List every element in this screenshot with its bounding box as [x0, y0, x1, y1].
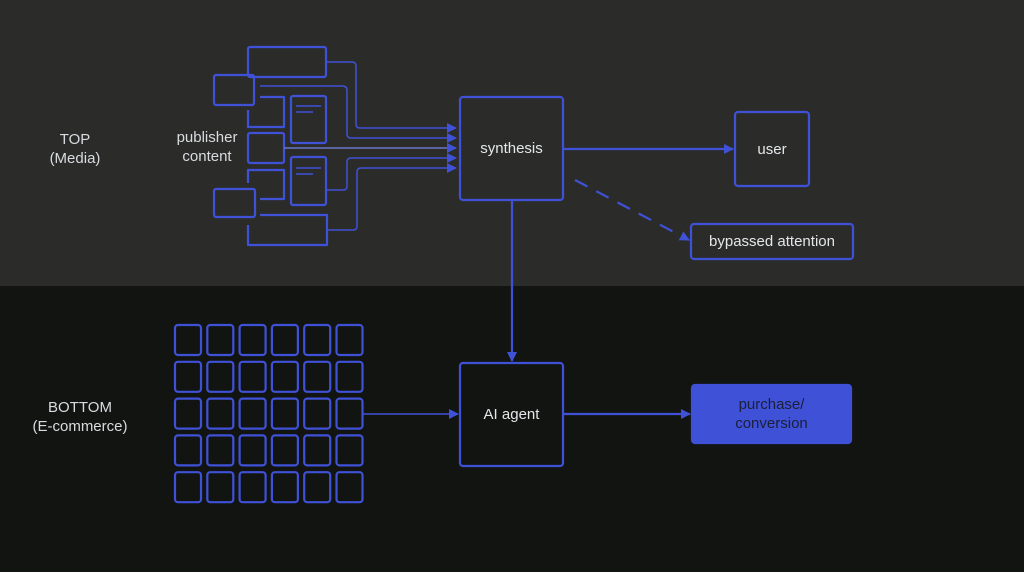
publisher-content-line2: content	[182, 148, 232, 165]
content-box	[212, 187, 257, 219]
connector-arrow	[260, 85, 457, 143]
product-tile	[238, 471, 267, 504]
product-tile	[173, 360, 203, 393]
publisher-content-label: publisher content	[164, 128, 250, 166]
bypassed-attention-node	[689, 222, 855, 261]
bottom-section-subtitle: (E-commerce)	[32, 418, 128, 435]
product-tile	[270, 434, 299, 467]
purchase-line1: purchase/	[738, 396, 805, 413]
bottom-section-title: BOTTOM	[48, 399, 112, 416]
top-section-subtitle: (Media)	[49, 150, 101, 167]
product-tile	[335, 360, 364, 393]
product-tile	[238, 434, 267, 467]
product-tile	[303, 397, 332, 430]
content-box	[246, 213, 329, 247]
user-node	[733, 110, 811, 188]
article-box	[289, 155, 328, 207]
top-section-title: TOP	[59, 131, 91, 148]
product-tile	[335, 323, 364, 357]
publisher-content-line1: publisher	[176, 129, 238, 146]
product-tile	[173, 397, 203, 430]
product-tile	[303, 360, 332, 393]
connector-arrow	[327, 153, 457, 191]
synthesis-label: synthesis	[480, 140, 543, 157]
product-tile	[206, 471, 235, 504]
product-grid	[173, 323, 364, 504]
product-tile	[206, 434, 235, 467]
product-tile	[303, 434, 332, 467]
product-tile	[335, 434, 364, 467]
product-tile	[173, 434, 203, 467]
product-tile	[335, 397, 364, 430]
product-tile	[206, 397, 235, 430]
bottom-section-label: BOTTOM (E-commerce)	[20, 398, 140, 436]
product-tile	[303, 323, 332, 357]
bypassed-attention-label: bypassed attention	[709, 233, 835, 250]
purchase-conversion-label: purchase/ conversion	[692, 385, 851, 443]
product-tile	[238, 397, 267, 430]
content-box	[246, 131, 286, 165]
content-box	[246, 45, 328, 79]
product-tile	[206, 360, 235, 393]
product-tile	[206, 323, 235, 357]
content-box	[212, 73, 256, 107]
purchase-line2: conversion	[735, 415, 808, 432]
product-tile	[238, 323, 267, 357]
product-tile	[270, 323, 299, 357]
product-tile	[303, 471, 332, 504]
connector-arrow	[327, 163, 457, 231]
content-box	[246, 95, 286, 129]
product-tile	[173, 471, 203, 504]
purchase-conversion-node	[690, 383, 853, 445]
product-tile	[270, 397, 299, 430]
article-box	[289, 94, 328, 145]
product-tile	[270, 360, 299, 393]
top-section-label: TOP (Media)	[30, 130, 120, 168]
product-tile	[173, 323, 203, 357]
publisher-connectors	[260, 61, 457, 231]
synthesis-to-bypassed-arrow	[574, 179, 690, 241]
product-tile	[238, 360, 267, 393]
ai-agent-label: AI agent	[483, 406, 540, 423]
product-tile	[270, 471, 299, 504]
content-box	[246, 168, 286, 201]
connector-arrow	[326, 61, 457, 133]
product-tile	[335, 471, 364, 504]
user-label: user	[757, 140, 787, 158]
